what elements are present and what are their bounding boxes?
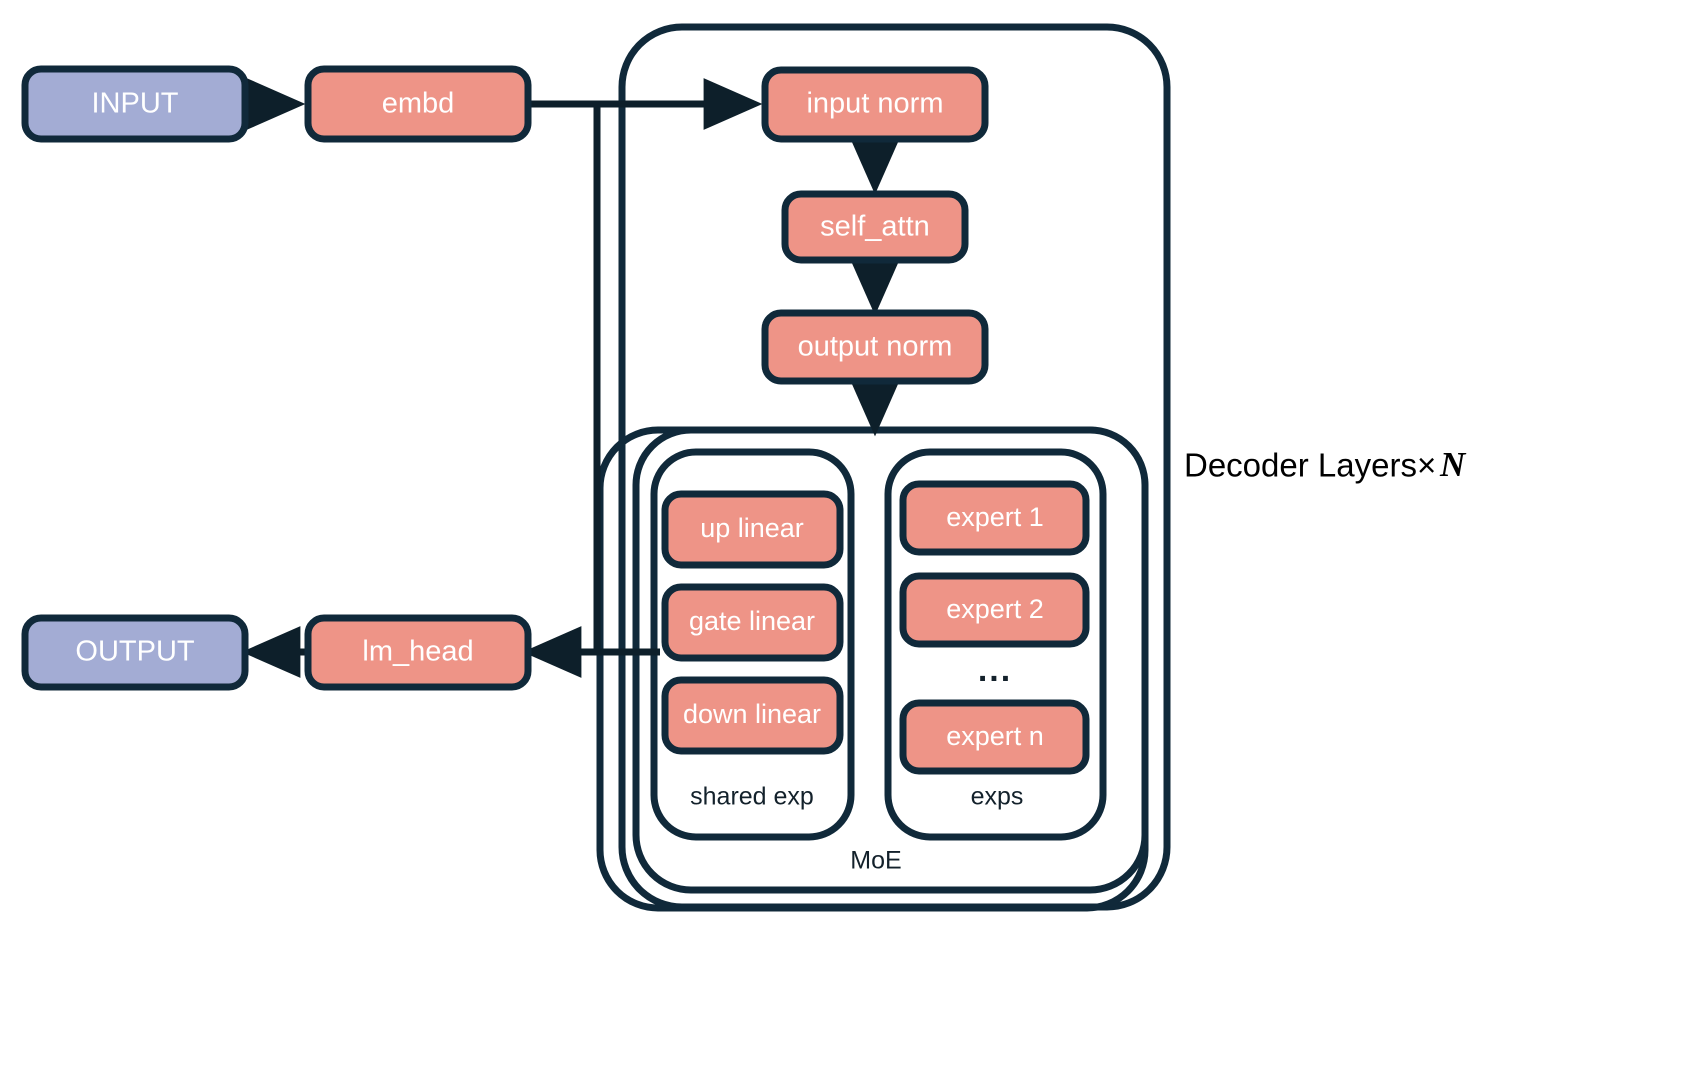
node-down-linear[interactable]: down linear [661, 676, 844, 755]
self-attn-label: self_attn [820, 211, 930, 243]
down-linear-box[interactable] [661, 676, 844, 755]
node-up-linear[interactable]: up linear [661, 490, 844, 569]
shared-exp-label: shared exp [690, 783, 814, 811]
up-linear-label: up linear [700, 513, 804, 543]
node-expert-1[interactable]: expert 1 [899, 480, 1090, 556]
up-linear-box[interactable] [661, 490, 844, 569]
gate-linear-label: gate linear [689, 606, 815, 636]
moe-label: MoE [850, 847, 901, 875]
node-input-norm[interactable]: input norm [761, 66, 989, 143]
lm-head-label: lm_head [362, 636, 473, 668]
node-output-norm[interactable]: output norm [761, 309, 989, 385]
node-expert-n[interactable]: expert n [899, 699, 1090, 775]
output-label: OUTPUT [75, 636, 195, 668]
node-lm-head[interactable]: lm_head [304, 614, 532, 691]
decoder-layers-n: N [1439, 445, 1467, 484]
output-box[interactable] [21, 614, 249, 691]
output-norm-label: output norm [798, 331, 953, 363]
node-expert-2[interactable]: expert 2 [899, 572, 1090, 648]
expert-n-label: expert n [946, 721, 1044, 751]
expert-2-box[interactable] [899, 572, 1090, 648]
node-output[interactable]: OUTPUT [21, 614, 249, 691]
input-label: INPUT [92, 88, 179, 120]
lm-head-box[interactable] [304, 614, 532, 691]
input-norm-box[interactable] [761, 66, 989, 143]
input-norm-label: input norm [806, 88, 943, 120]
self-attn-box[interactable] [781, 190, 969, 264]
output-norm-box[interactable] [761, 309, 989, 385]
input-box[interactable] [21, 65, 249, 143]
node-gate-linear[interactable]: gate linear [661, 583, 844, 662]
exps-label: exps [971, 783, 1024, 811]
down-linear-label: down linear [683, 699, 821, 729]
decoder-layers-text: Decoder Layers× [1184, 447, 1436, 484]
embd-label: embd [382, 88, 455, 120]
expert-n-box[interactable] [899, 699, 1090, 775]
expert-ellipsis-label: ... [978, 651, 1012, 689]
expert-1-box[interactable] [899, 480, 1090, 556]
node-input[interactable]: INPUT [21, 65, 249, 143]
node-embd[interactable]: embd [304, 65, 532, 143]
gate-linear-box[interactable] [661, 583, 844, 662]
expert-2-label: expert 2 [946, 594, 1044, 624]
node-self-attn[interactable]: self_attn [781, 190, 969, 264]
embd-box[interactable] [304, 65, 532, 143]
connectors [241, 78, 901, 678]
decoder-layers-caption: Decoder Layers× N [1184, 445, 1467, 484]
expert-1-label: expert 1 [946, 502, 1044, 532]
